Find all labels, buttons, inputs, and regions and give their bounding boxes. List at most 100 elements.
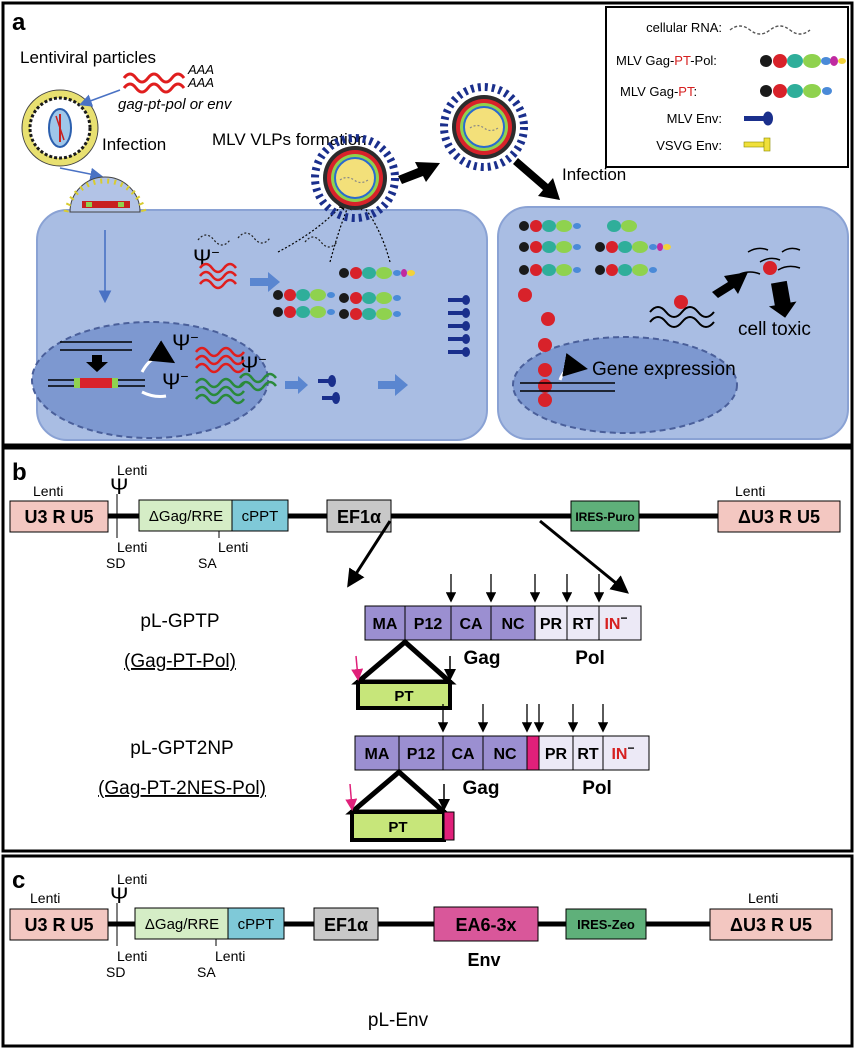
expand-arrow-left [347, 520, 392, 588]
panel-c-label: c [12, 867, 25, 894]
budding-particle [63, 176, 147, 213]
ires-puro-b [570, 500, 640, 532]
ltr-right-c [709, 908, 833, 941]
ef1a-c [313, 907, 379, 941]
ef1a-c-label: EF1α [324, 915, 368, 935]
construct1-gag: Gag [464, 648, 501, 669]
lentiviral-particle-icon [21, 89, 99, 167]
construct1-desc: (Gag-PT-Pol) [124, 651, 236, 672]
ltr-right-b [717, 500, 841, 533]
cleavage-arrow [712, 272, 748, 298]
psi-b: Ψ [110, 474, 128, 499]
construct1-pol: Pol [575, 648, 605, 669]
c1-nc-label: NC [501, 616, 525, 633]
c1-ma [364, 605, 406, 641]
sd-c: SD [106, 964, 125, 980]
c2-ca [442, 735, 484, 771]
ltr-left-c [9, 908, 109, 941]
green-mrna-in-nucleus [195, 377, 245, 405]
ef1a-b-label: EF1α [337, 507, 381, 527]
c1-nc [490, 605, 536, 641]
gag-rre-b-label: ΔGag/RRE [149, 508, 223, 525]
rna-wave-icon [122, 72, 186, 94]
vlp-budding [311, 134, 399, 222]
rna-to-particle-arrow [78, 89, 121, 107]
legend-cellular-rna: cellular RNA: [646, 20, 722, 35]
gag-pt-icon [760, 84, 832, 98]
ltr-left-b-lenti: Lenti [33, 483, 63, 499]
psi-minus-4: Ψ− [240, 351, 267, 377]
aaa-tail-1: AAA [187, 62, 214, 77]
construct2-polyprotein: MA P12 CA NC PR RT IN− [354, 735, 650, 771]
red-mrna-in-nucleus [195, 346, 245, 374]
expand-arrow-right [539, 519, 629, 594]
cellular-rna-icon [729, 25, 811, 35]
construct1-name: pL-GPTP [140, 611, 219, 632]
ef1a-b [326, 499, 392, 533]
ltr-right-c-lenti: Lenti [748, 890, 778, 906]
sa-c-lenti: Lenti [215, 948, 245, 964]
c1-ma-label: MA [373, 616, 398, 633]
red-mrna-cytoplasm [199, 262, 237, 290]
panel-c-frame [1, 854, 854, 1048]
ltr-left-b-label: U3 R U5 [24, 507, 93, 527]
left-nucleus [31, 321, 269, 439]
infection-right-arrow [513, 158, 560, 200]
infection-left-label: Infection [102, 135, 166, 154]
legend-mlv-env: MLV Env: [667, 111, 722, 126]
ea6-3x-c-label: EA6-3x [455, 915, 516, 935]
construct2-gag: Gag [463, 778, 500, 799]
c1-ca-label: CA [459, 616, 483, 633]
c2-p12-label: P12 [407, 746, 436, 763]
c1-pr [534, 605, 568, 641]
cppt-c-label: cPPT [238, 916, 275, 933]
translation-arrow-3 [378, 374, 408, 396]
construct2-name: pL-GPT2NP [130, 738, 233, 759]
ltr-left-c-lenti: Lenti [30, 890, 60, 906]
c2-in [602, 735, 650, 771]
sd-b-lenti: Lenti [117, 539, 147, 555]
ires-puro-b-label: IRES-Puro [575, 510, 634, 524]
construct2-desc: (Gag-PT-2NES-Pol) [98, 778, 266, 799]
gene-label: gag-pt-pol or env [118, 96, 233, 113]
sa-b-lenti: Lenti [218, 539, 248, 555]
integration-diagram [48, 340, 176, 398]
psi-minus-1: Ψ− [172, 329, 199, 355]
panel-b: b U3 R U5 Lenti Lenti Ψ Lenti SD ΔGag/RR… [1, 446, 854, 853]
c2-rt [572, 735, 604, 771]
legend-vsvg-env: VSVG Env: [656, 138, 722, 153]
gene-expression-diagram [520, 353, 615, 392]
released-vlp [440, 83, 528, 171]
panel-b-label: b [12, 459, 27, 486]
sa-b: SA [198, 555, 217, 571]
c2-rt-label: RT [577, 746, 599, 763]
construct1-pt-label: PT [394, 688, 413, 705]
c2-in-label: IN− [611, 741, 634, 763]
c2-pr [538, 735, 574, 771]
cell-toxic-label: cell toxic [738, 319, 811, 340]
c1-p12-label: P12 [414, 616, 443, 633]
infection-left-arrow [59, 167, 104, 181]
protein-cluster-right [519, 220, 671, 276]
env-membrane [448, 295, 470, 357]
mlv-env-icon [744, 111, 773, 126]
infection-right-label: Infection [562, 165, 626, 184]
c1-rt-label: RT [572, 616, 594, 633]
c1-in-label: IN− [604, 611, 627, 633]
psi-minus-2: Ψ− [162, 368, 189, 394]
ltr-right-b-label: ΔU3 R U5 [738, 507, 820, 527]
translation-arrow-1 [250, 272, 280, 292]
ltr-left-c-label: U3 R U5 [24, 915, 93, 935]
sa-c: SA [197, 964, 216, 980]
c2-ma-label: MA [365, 746, 390, 763]
construct-pl-env: pL-Env [368, 1010, 429, 1031]
gag-rre-c-label: ΔGag/RRE [145, 916, 219, 933]
c2-ca-label: CA [451, 746, 475, 763]
sd-c-lenti: Lenti [117, 948, 147, 964]
panel-a: a cellular RNA: MLV Gag-PT-Pol: MLV Gag-… [1, 1, 854, 447]
c1-in [598, 605, 642, 641]
c2-nes [526, 735, 540, 771]
ires-zeo-c-label: IRES-Zeo [577, 917, 635, 932]
green-mrna-cytoplasm [239, 372, 277, 392]
ea6-3x-c [433, 906, 539, 942]
